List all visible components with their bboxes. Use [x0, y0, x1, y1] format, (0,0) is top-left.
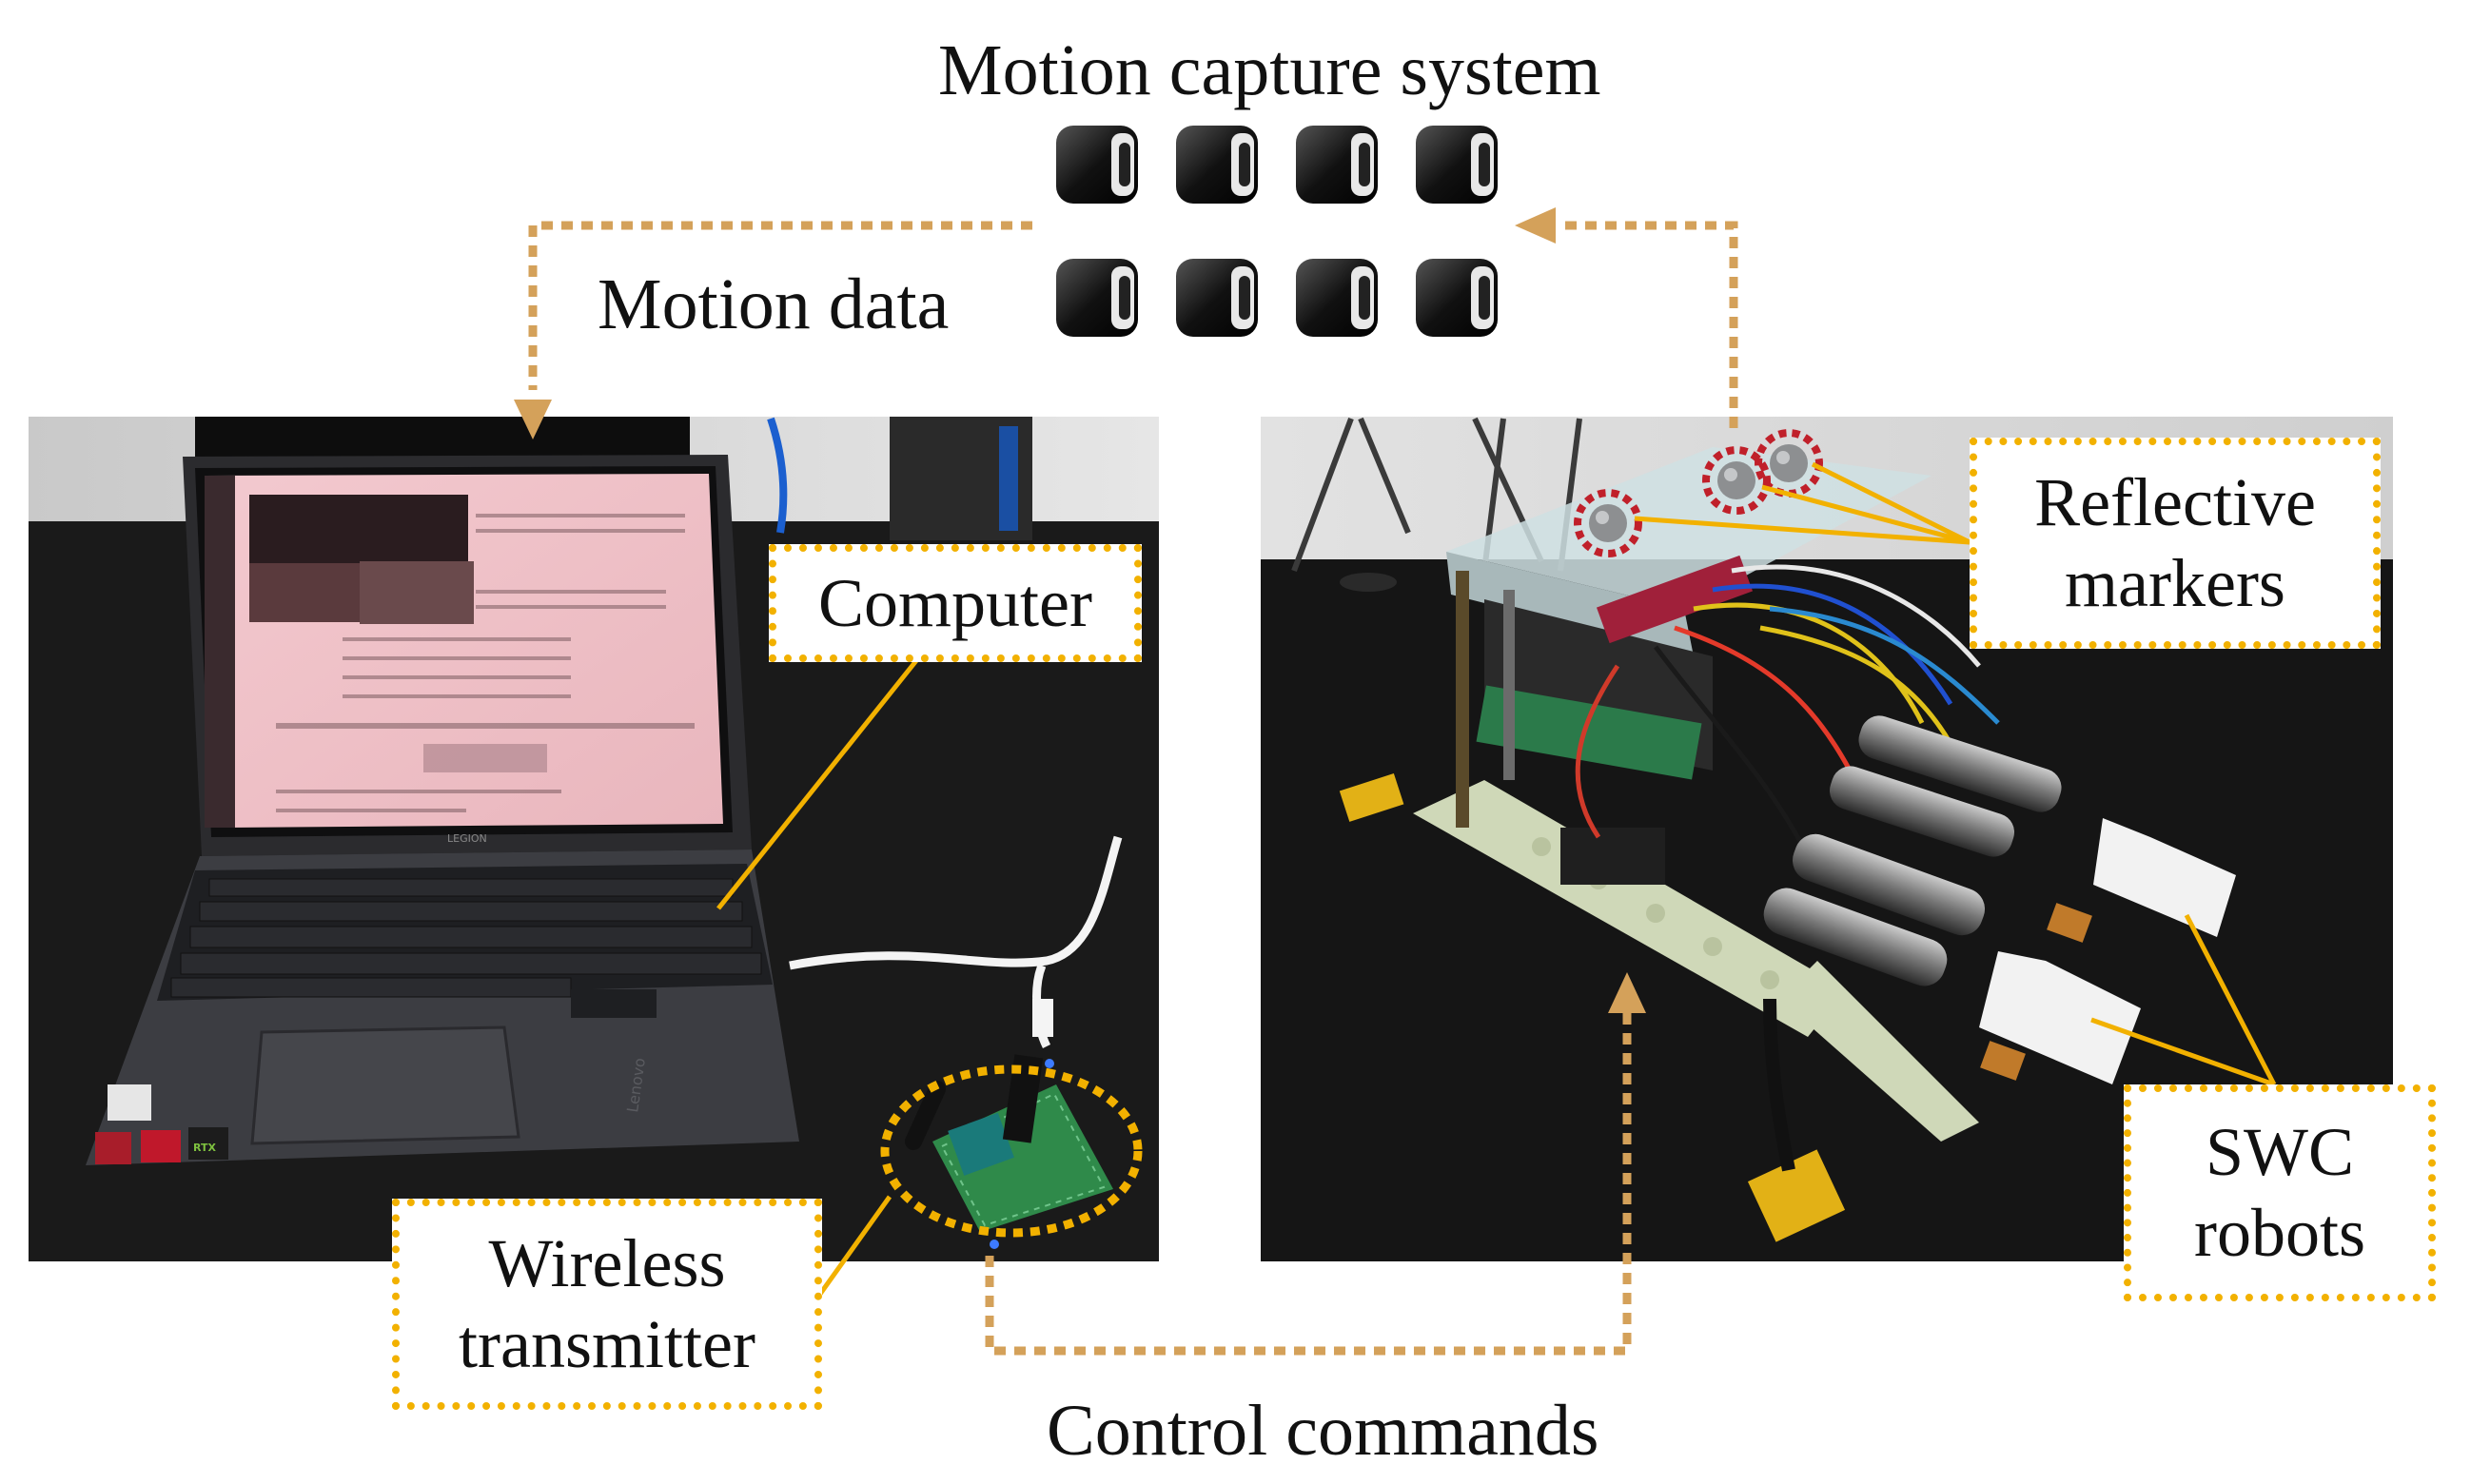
wireless-transmitter-label: Wireless transmitter [392, 1199, 822, 1410]
camera-icon [1056, 259, 1138, 337]
reflective-marker [1702, 446, 1771, 515]
gpu-badge: RTX [193, 1142, 216, 1154]
wireless-transmitter-line1: Wireless [488, 1225, 726, 1302]
camera-icon [1416, 126, 1498, 204]
reflective-markers-label: Reflective markers [1970, 438, 2381, 649]
motion-capture-cameras [1056, 126, 1498, 337]
up-arrow-icon [1608, 972, 1646, 1013]
camera-icon [1296, 126, 1378, 204]
wireless-transmitter-line2: transmitter [459, 1306, 755, 1382]
reflective-marker [1755, 429, 1823, 498]
camera-icon [1416, 259, 1498, 337]
camera-icon [1176, 259, 1258, 337]
swc-robots-label: SWC robots [2124, 1084, 2436, 1301]
camera-icon [1176, 126, 1258, 204]
computer-label-text: Computer [818, 564, 1092, 641]
leader-lines [716, 461, 2277, 1305]
down-arrow-icon [514, 400, 552, 439]
reflective-marker [1574, 489, 1642, 557]
flow-arrows [528, 221, 1738, 1356]
motion-capture-system-label: Motion capture system [938, 30, 1601, 110]
computer-label: Computer [769, 544, 1142, 662]
wireless-transmitter-board [905, 1054, 1113, 1249]
reflective-markers-line2: markers [2065, 545, 2285, 621]
reflective-markers [1574, 429, 1823, 557]
transmitter-highlight [880, 1064, 1143, 1238]
control-commands-label: Control commands [1047, 1391, 1599, 1471]
left-arrow-icon [1515, 207, 1556, 244]
swc-robots-line1: SWC [2205, 1114, 2355, 1191]
laptop-logo: LEGION [447, 832, 487, 845]
camera-icon [1056, 126, 1138, 204]
arrowheads [514, 207, 1646, 1013]
swc-robots-line2: robots [2194, 1195, 2365, 1271]
camera-icon [1296, 259, 1378, 337]
reflective-markers-line1: Reflective [2034, 464, 2316, 541]
motion-data-label: Motion data [598, 264, 950, 344]
laptop: LEGION RTX Lenovo [86, 455, 799, 1165]
linear-actuators [1763, 715, 2062, 986]
